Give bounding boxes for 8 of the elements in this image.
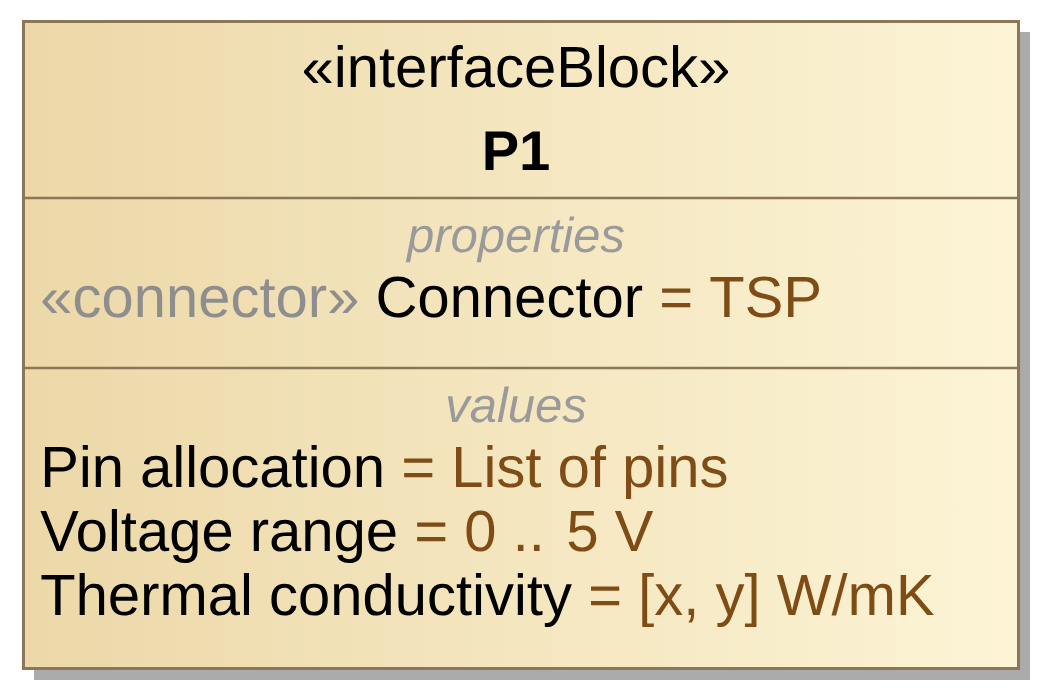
attribute-text: Voltage range = 0 .. 5 V [40,509,654,564]
attribute-text: Pin allocation = List of pins [44,444,727,500]
attribute-text: «connector» Connector = TSP [42,276,819,318]
compartment-title: values [447,386,586,423]
attribute-text: Thermal conductivity = [x, y] W/mK [41,573,934,628]
compartment-title: properties [405,216,624,263]
block-name: P1 [485,131,549,170]
stereotype-label: «interfaceBlock» [303,44,728,88]
